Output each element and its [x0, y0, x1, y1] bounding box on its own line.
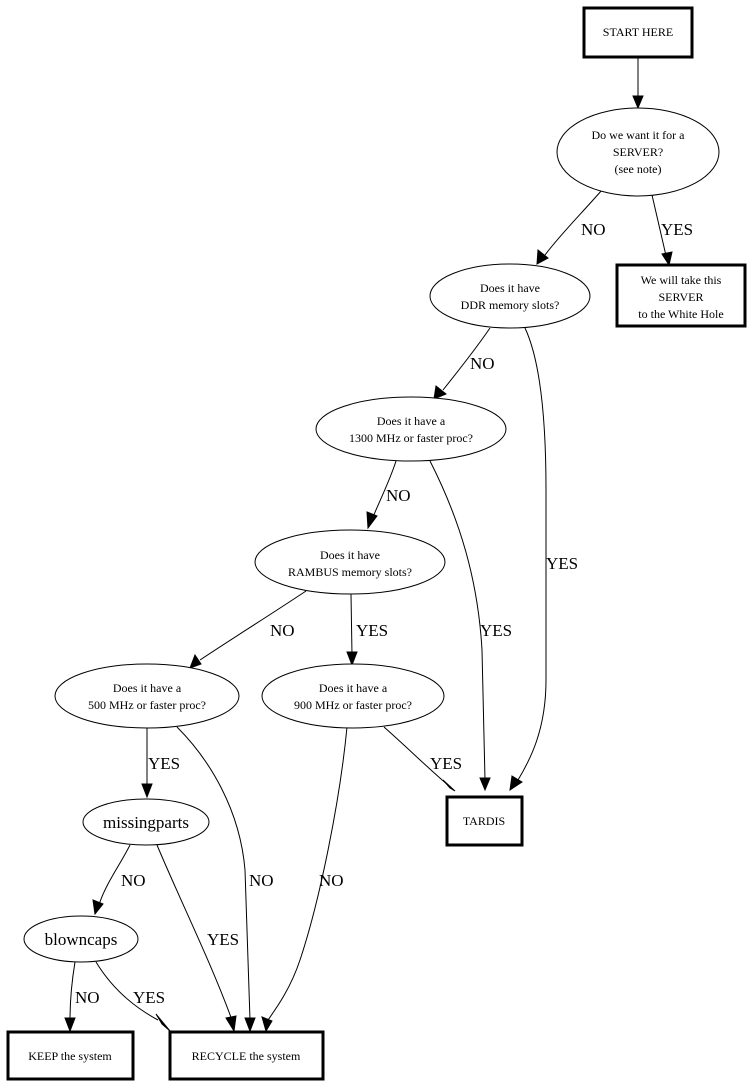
node-ddr: Does it have DDR memory slots?	[429, 263, 591, 329]
arrowhead	[442, 779, 456, 792]
node-p1300: Does it have a 1300 MHz or faster proc?	[315, 396, 507, 462]
node-whitehole: We will take this SERVER to the White Ho…	[615, 263, 747, 328]
node-p1300-line1: Does it have a	[377, 414, 446, 428]
node-missingparts: missingparts	[82, 798, 210, 846]
edge-label-rambus-p500: NO	[270, 621, 295, 640]
edge-p900-recycle	[267, 726, 348, 1021]
node-tardis-text: TARDIS	[463, 814, 505, 828]
arrowhead	[225, 1015, 237, 1033]
arrowhead	[433, 385, 447, 400]
arrowhead	[366, 511, 378, 530]
node-recycle-text: RECYCLE the system	[192, 1049, 301, 1063]
edge-label-p1300-rambus: NO	[386, 486, 411, 505]
node-ddr-line2: DDR memory slots?	[461, 298, 560, 312]
node-recycle: RECYCLE the system	[168, 1030, 325, 1081]
node-rambus-line1: Does it have	[320, 548, 380, 562]
arrowhead	[261, 1016, 273, 1033]
arrowhead	[632, 95, 644, 110]
node-start-text: START HERE	[603, 25, 673, 39]
edge-p500-recycle	[176, 726, 251, 1021]
edge-label-server-whitehole: YES	[661, 220, 693, 239]
edge-missingparts-blowncaps	[98, 844, 131, 906]
node-start: START HERE	[582, 6, 694, 59]
node-whitehole-line1: We will take this	[641, 273, 722, 287]
arrowhead	[346, 651, 358, 667]
arrowhead	[141, 783, 153, 799]
arrowhead	[92, 899, 104, 916]
edge-blowncaps-keep	[69, 961, 76, 1021]
node-missingparts-text: missingparts	[103, 813, 189, 832]
node-keep: KEEP the system	[6, 1030, 135, 1081]
node-p900-line1: Does it have a	[319, 681, 388, 695]
edge-server-whitehole	[651, 194, 668, 261]
edge-rambus-p500	[199, 590, 307, 661]
edge-label-ddr-tardis: YES	[546, 554, 578, 573]
node-p500: Does it have a 500 MHz or faster proc?	[54, 663, 240, 729]
arrowhead	[244, 1017, 256, 1033]
node-server-line1: Do we want it for a	[592, 128, 686, 142]
node-p1300-line2: 1300 MHz or faster proc?	[349, 431, 473, 445]
node-p900: Does it have a 900 MHz or faster proc?	[261, 663, 445, 729]
edge-server-ddr	[544, 189, 603, 256]
edge-label-p900-tardis: YES	[430, 754, 462, 773]
edge-p900-tardis	[383, 726, 449, 786]
edge-p1300-rambus	[372, 460, 397, 518]
arrowhead	[64, 1017, 76, 1033]
edge-label-missingparts-blowncaps: NO	[121, 871, 146, 890]
edge-blowncaps-recycle	[95, 961, 159, 1021]
arrowhead	[661, 251, 673, 267]
node-rambus-line2: RAMBUS memory slots?	[288, 565, 412, 579]
node-p500-line1: Does it have a	[113, 681, 182, 695]
node-keep-text: KEEP the system	[28, 1049, 112, 1063]
edge-p1300-tardis	[429, 460, 486, 781]
node-p500-line2: 500 MHz or faster proc?	[88, 698, 206, 712]
arrowhead	[509, 775, 523, 792]
node-ddr-line1: Does it have	[480, 281, 540, 295]
edge-label-missingparts-recycle: YES	[207, 930, 239, 949]
edge-label-p500-missingparts: YES	[148, 754, 180, 773]
arrowhead	[189, 653, 202, 669]
node-rambus: Does it have RAMBUS memory slots?	[254, 529, 446, 595]
edge-label-p500-recycle: NO	[249, 871, 274, 890]
node-p900-line2: 900 MHz or faster proc?	[294, 698, 412, 712]
arrowhead	[155, 1013, 171, 1032]
node-tardis: TARDIS	[445, 795, 524, 847]
node-server-line3: (see note)	[615, 162, 662, 176]
arrowhead	[479, 777, 491, 792]
node-server-line2: SERVER?	[613, 145, 663, 159]
node-blowncaps-text: blowncaps	[45, 930, 118, 949]
edge-label-blowncaps-recycle: YES	[133, 988, 165, 1007]
edge-missingparts-recycle	[156, 844, 233, 1021]
edge-label-rambus-p900: YES	[356, 621, 388, 640]
edge-ddr-p1300	[442, 327, 491, 391]
edge-label-ddr-p1300: NO	[470, 354, 495, 373]
node-blowncaps: blowncaps	[23, 915, 139, 963]
edge-label-blowncaps-keep: NO	[75, 988, 100, 1007]
edge-rambus-p900	[350, 593, 353, 656]
node-server: Do we want it for a SERVER? (see note)	[556, 107, 720, 197]
edge-label-p900-recycle: NO	[319, 871, 344, 890]
node-whitehole-line3: to the White Hole	[638, 307, 723, 321]
node-whitehole-line2: SERVER	[658, 290, 703, 304]
edge-ddr-tardis	[517, 327, 547, 781]
arrowhead	[536, 249, 549, 265]
edge-label-p1300-tardis: YES	[480, 621, 512, 640]
edge-label-server-ddr: NO	[581, 220, 606, 239]
